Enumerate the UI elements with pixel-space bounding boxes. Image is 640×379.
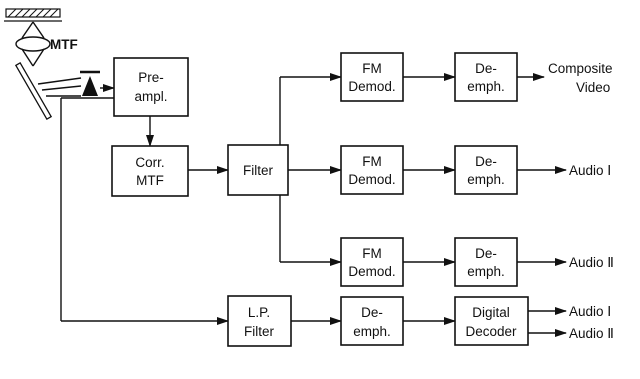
block-label: FM (362, 154, 382, 169)
output-composite-video: Composite (548, 61, 613, 76)
ray-line (41, 85, 82, 91)
corr-mtf-block: Corr. MTF (111, 145, 189, 197)
block-label: De- (475, 61, 497, 76)
block-label: ampl. (134, 89, 167, 104)
block-label: De- (475, 246, 497, 261)
block-label: Pre- (138, 70, 164, 85)
photodiode-icon (80, 70, 100, 96)
block-label: emph. (353, 324, 391, 339)
block-label: Filter (243, 163, 274, 178)
block-label: Corr. (135, 155, 164, 170)
preamp-block: Pre- ampl. (113, 57, 189, 117)
output-audio-1: Audio Ⅰ (569, 163, 611, 178)
output-digital-audio-2: Audio Ⅱ (569, 326, 614, 341)
output-audio-2: Audio Ⅱ (569, 255, 614, 270)
deemph-block-4: De- emph. (340, 296, 404, 346)
optical-pickup: MTF (4, 8, 100, 120)
block-label: Demod. (348, 172, 395, 187)
ray-line (37, 77, 82, 85)
block-label: Filter (244, 324, 275, 339)
block-label: FM (362, 61, 382, 76)
beam-line (32, 21, 45, 39)
block-label: emph. (467, 172, 505, 187)
digital-decoder-block: Digital Decoder (454, 296, 529, 346)
beam-line (21, 21, 34, 39)
block-label: Demod. (348, 79, 395, 94)
block-label: L.P. (248, 305, 270, 320)
beam-line (21, 48, 34, 67)
block-label: Demod. (348, 264, 395, 279)
block-label: Decoder (465, 324, 517, 339)
disc-surface (5, 8, 61, 18)
connections (60, 73, 567, 337)
block-label: Digital (472, 305, 510, 320)
filter-block: Filter (227, 144, 289, 196)
fm-demod-block-3: FM Demod. (340, 237, 404, 287)
deemph-block-2: De- emph. (454, 145, 518, 195)
lp-filter-block: L.P. Filter (227, 295, 292, 347)
deemph-block-1: De- emph. (454, 52, 518, 102)
output-digital-audio-1: Audio Ⅰ (569, 304, 611, 319)
fm-demod-block-1: FM Demod. (340, 52, 404, 102)
deemph-block-3: De- emph. (454, 237, 518, 287)
output-composite-video: Video (576, 80, 610, 95)
block-label: De- (361, 305, 383, 320)
mtf-label: MTF (50, 37, 78, 52)
outputs: Composite Video Audio Ⅰ Audio Ⅱ Audio Ⅰ … (548, 61, 614, 341)
block-label: FM (362, 246, 382, 261)
beam-line (32, 48, 45, 67)
block-label: MTF (136, 173, 164, 188)
block-label: De- (475, 154, 497, 169)
block-label: emph. (467, 79, 505, 94)
block-label: emph. (467, 264, 505, 279)
fm-demod-block-2: FM Demod. (340, 145, 404, 195)
disc-hatching (7, 8, 59, 18)
beam-splitter (14, 62, 53, 120)
lens-icon (15, 36, 51, 52)
